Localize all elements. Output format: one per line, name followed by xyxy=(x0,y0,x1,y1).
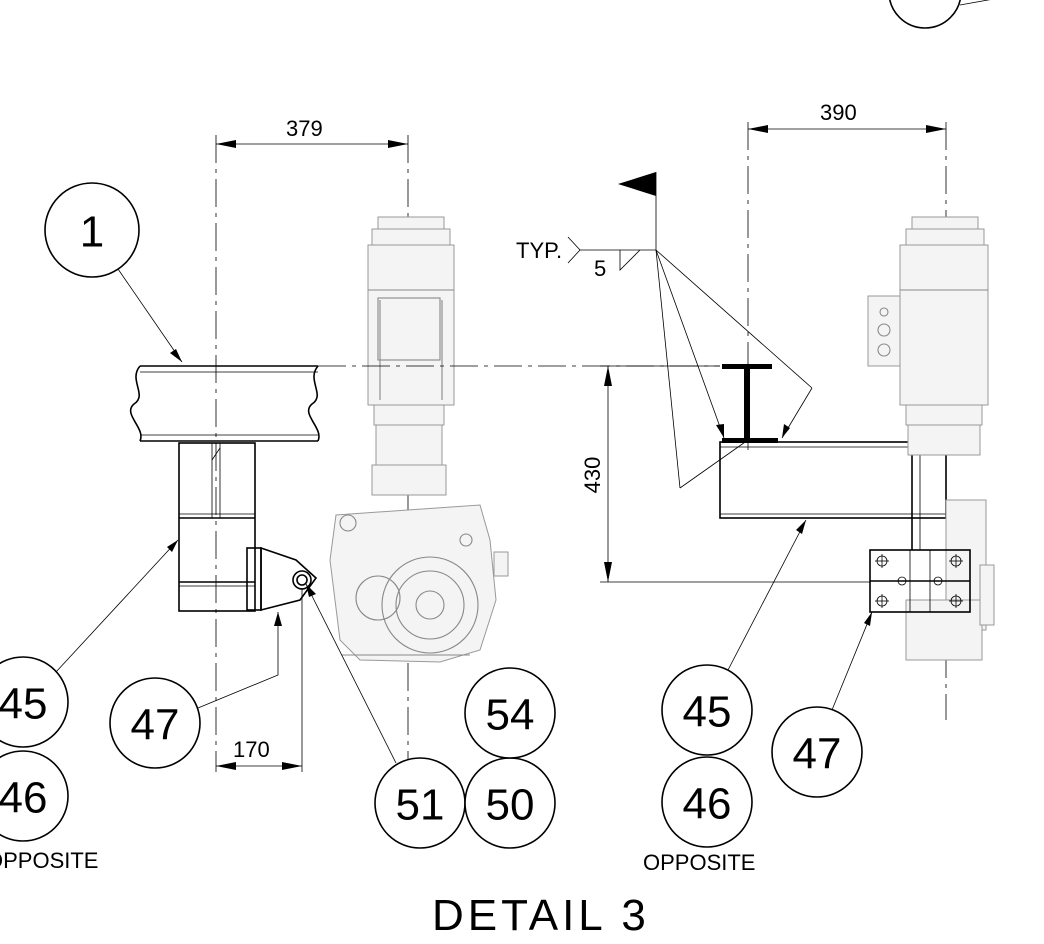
motor-right xyxy=(867,216,995,661)
balloon-54: 54 xyxy=(464,667,556,759)
balloon-50: 50 xyxy=(464,757,556,849)
balloon-45-right: 45 xyxy=(661,519,807,756)
detail-title: DETAIL 3 xyxy=(432,891,650,940)
weld-size-label: 5 xyxy=(594,256,606,281)
dimension-430-label: 430 xyxy=(580,457,605,494)
dimension-390: 390 xyxy=(748,100,946,133)
right-view: 390 430 xyxy=(516,100,995,875)
left-opposite-note: OPPOSITE xyxy=(0,848,98,873)
main-beam xyxy=(129,365,320,442)
balloon-46-right-label: 46 xyxy=(683,780,732,829)
balloon-46-left-label: 46 xyxy=(0,774,47,823)
balloon-47-left-label: 47 xyxy=(131,701,180,750)
balloon-46-right: 46 xyxy=(661,756,753,848)
support-bracket xyxy=(178,442,256,612)
dimension-170-label: 170 xyxy=(233,737,270,762)
balloon-47-left: 47 xyxy=(109,612,282,769)
gearbox-left xyxy=(329,504,509,663)
balloon-54-label: 54 xyxy=(486,691,535,740)
dimension-390-label: 390 xyxy=(820,100,857,125)
balloon-46-left: 46 xyxy=(0,750,69,842)
balloon-45-left: 45 xyxy=(0,539,179,748)
balloon-50-label: 50 xyxy=(486,781,535,830)
dimension-379-label: 379 xyxy=(286,116,323,141)
clamp-plate xyxy=(246,546,318,612)
dimension-379: 379 xyxy=(216,116,408,148)
balloon-47-right: 47 xyxy=(771,611,873,798)
balloon-1-label: 1 xyxy=(80,208,104,257)
clamp-plate-right xyxy=(869,549,971,613)
motor-left xyxy=(367,216,455,496)
weld-symbol: TYP. 5 xyxy=(516,172,813,489)
balloon-45-left-label: 45 xyxy=(0,680,47,729)
support-arm xyxy=(719,441,947,550)
left-view: 1 45 46 OPPOSITE 47 51 xyxy=(0,116,556,873)
balloon-top-right-partial xyxy=(889,0,991,29)
dimension-430: 430 xyxy=(580,365,870,583)
balloon-1: 1 xyxy=(44,182,183,363)
balloon-47-right-label: 47 xyxy=(793,730,842,779)
dimension-170: 170 xyxy=(216,588,303,772)
right-opposite-note: OPPOSITE xyxy=(643,850,755,875)
balloon-51: 51 xyxy=(305,583,466,849)
balloon-45-right-label: 45 xyxy=(683,688,732,737)
weld-typ-label: TYP. xyxy=(516,238,562,263)
balloon-51-label: 51 xyxy=(396,781,445,830)
i-beam-section xyxy=(722,364,778,443)
